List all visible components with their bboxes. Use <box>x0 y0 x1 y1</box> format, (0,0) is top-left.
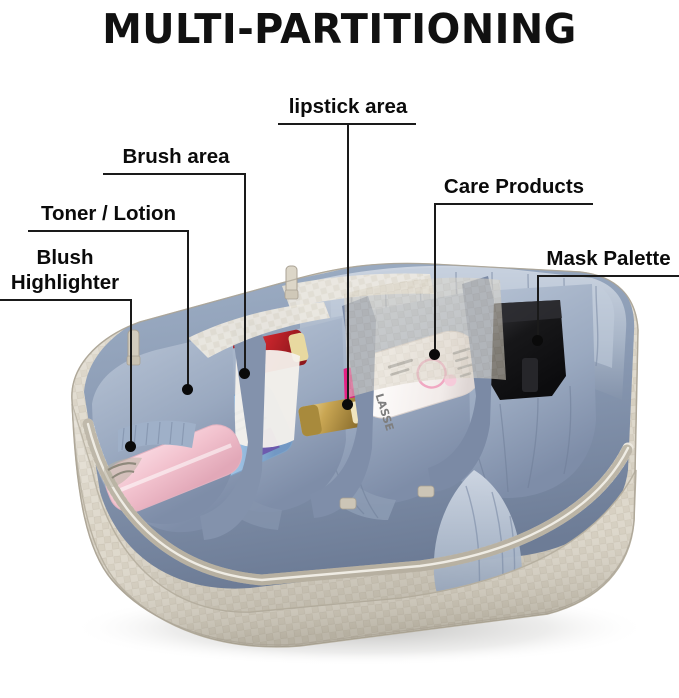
callout-rule-toner-lotion <box>28 230 188 232</box>
blush-item <box>105 424 243 513</box>
zip-pull-center <box>284 265 299 300</box>
callout-dot-brush-area <box>239 368 250 379</box>
callout-label-lipstick-area: lipstick area <box>288 95 408 118</box>
zip-slider-mid <box>339 497 357 510</box>
callout-label-toner-lotion: Toner / Lotion <box>40 202 177 225</box>
zip-slider-right <box>417 485 435 498</box>
callout-label-brush-area: Brush area <box>122 145 230 168</box>
callout-leader-care-products <box>434 203 436 354</box>
mask-palette-item <box>486 300 566 400</box>
callout-rule-care-products <box>434 203 593 205</box>
callout-label-blush-highlighter: Blush Highlighter <box>10 246 120 294</box>
callout-rule-mask-palette <box>537 275 679 277</box>
callout-label-care-products: Care Products <box>443 175 585 198</box>
callout-dot-lipstick-area <box>342 399 353 410</box>
callout-leader-brush-area <box>244 173 246 373</box>
brand-logo <box>103 457 142 488</box>
callout-leader-mask-palette <box>537 275 539 340</box>
zip-pull-left <box>126 329 141 366</box>
page-title: MULTI-PARTITIONING <box>102 5 577 53</box>
callout-leader-lipstick-area <box>347 123 349 404</box>
callout-dot-toner-lotion <box>182 384 193 395</box>
callout-label-mask-palette: Mask Palette <box>546 247 671 270</box>
callout-rule-blush-highlighter <box>0 299 131 301</box>
callout-rule-brush-area <box>103 173 245 175</box>
bag-inner-flap <box>188 273 506 398</box>
callout-dot-mask-palette <box>532 335 543 346</box>
bag-front-panel <box>71 403 637 648</box>
callout-dot-blush-highlighter <box>125 441 136 452</box>
callout-leader-blush-highlighter <box>130 299 132 446</box>
callout-leader-toner-lotion <box>187 230 189 389</box>
callout-dot-care-products <box>429 349 440 360</box>
